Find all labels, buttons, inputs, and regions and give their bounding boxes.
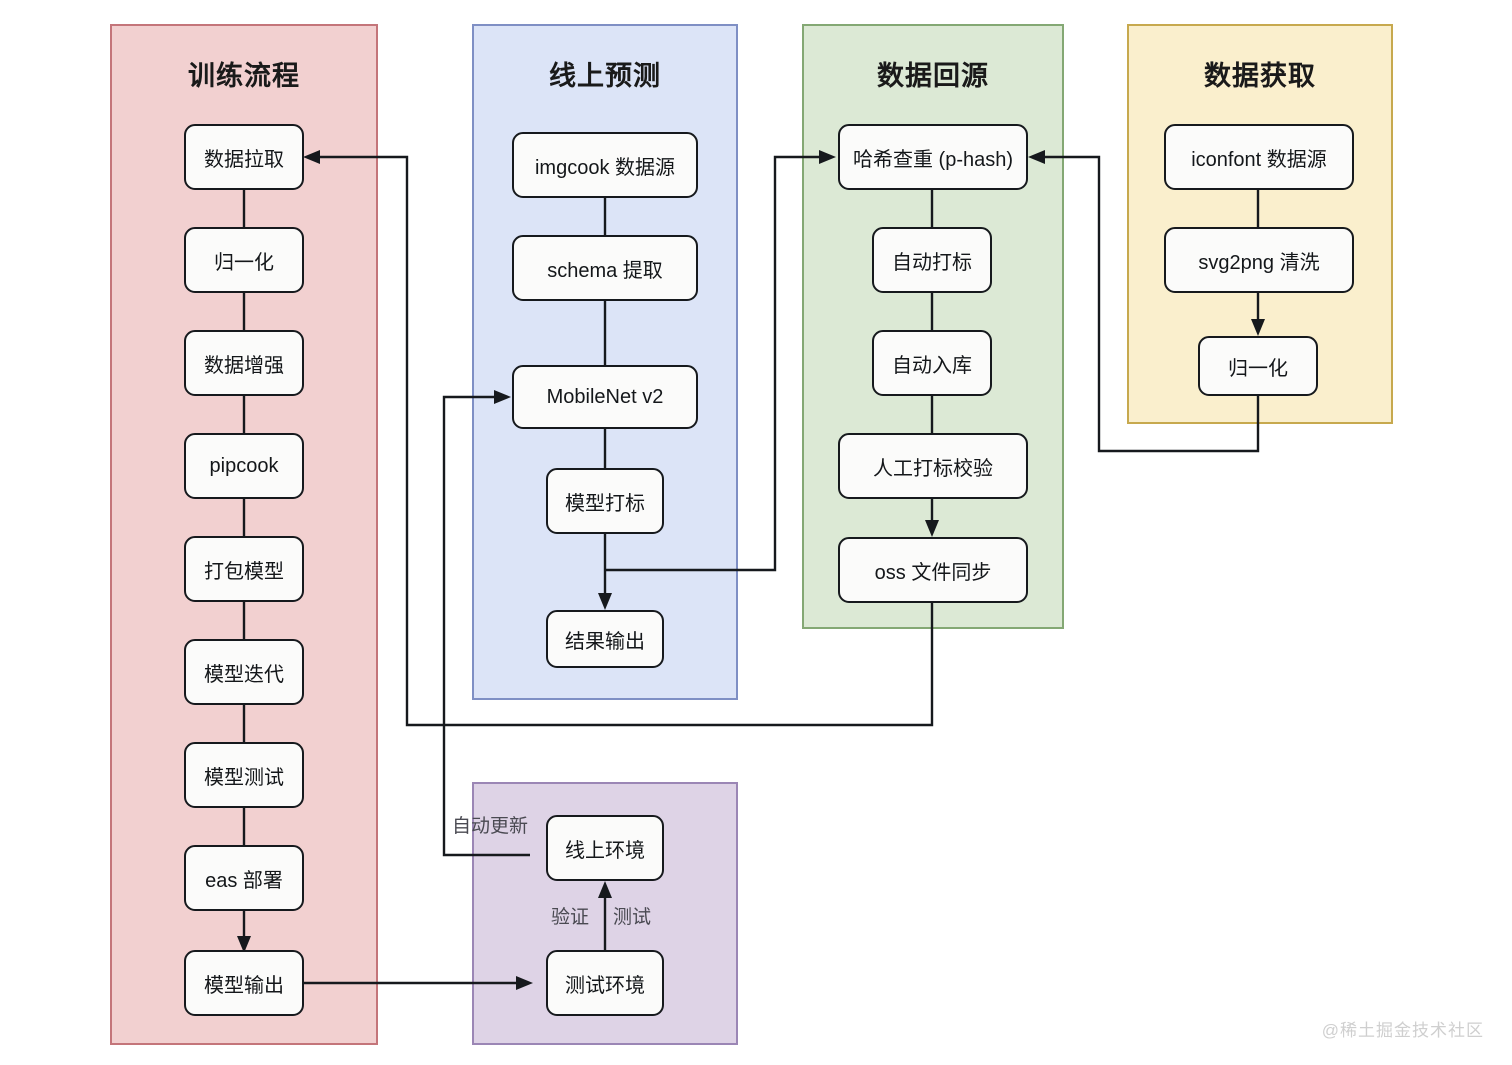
node-model-tagging[interactable]: 模型打标	[546, 468, 664, 534]
node-manual-tag-check[interactable]: 人工打标校验	[838, 433, 1028, 499]
group-title-training: 训练流程	[188, 61, 300, 91]
edge-label-auto-update: 自动更新	[452, 816, 529, 837]
node-data-pull[interactable]: 数据拉取	[184, 124, 304, 190]
group-title-data-acquisition: 数据获取	[1204, 61, 1316, 91]
group-title-data-backflow: 数据回源	[877, 61, 989, 91]
node-model-test[interactable]: 模型测试	[184, 742, 304, 808]
node-normalize-training[interactable]: 归一化	[184, 227, 304, 293]
node-pipcook[interactable]: pipcook	[184, 433, 304, 499]
node-iconfont-datasource[interactable]: iconfont 数据源	[1164, 124, 1354, 190]
node-oss-file-sync[interactable]: oss 文件同步	[838, 537, 1028, 603]
watermark: @稀土掘金技术社区	[1321, 1021, 1484, 1040]
node-mobilenet-v2[interactable]: MobileNet v2	[512, 365, 698, 429]
node-test-environment[interactable]: 测试环境	[546, 950, 664, 1016]
group-title-online-prediction: 线上预测	[549, 61, 661, 91]
node-model-output[interactable]: 模型输出	[184, 950, 304, 1016]
node-result-output[interactable]: 结果输出	[546, 610, 664, 668]
edge-label-test: 测试	[613, 907, 652, 928]
edge-label-verify: 验证	[551, 907, 590, 928]
node-imgcook-datasource[interactable]: imgcook 数据源	[512, 132, 698, 198]
node-data-augment[interactable]: 数据增强	[184, 330, 304, 396]
node-auto-store[interactable]: 自动入库	[872, 330, 992, 396]
node-normalize-acquisition[interactable]: 归一化	[1198, 336, 1318, 396]
node-auto-tagging[interactable]: 自动打标	[872, 227, 992, 293]
node-svg2png-clean[interactable]: svg2png 清洗	[1164, 227, 1354, 293]
node-hash-dedupe[interactable]: 哈希查重 (p-hash)	[838, 124, 1028, 190]
node-eas-deploy[interactable]: eas 部署	[184, 845, 304, 911]
node-online-environment[interactable]: 线上环境	[546, 815, 664, 881]
node-model-iterate[interactable]: 模型迭代	[184, 639, 304, 705]
node-pack-model[interactable]: 打包模型	[184, 536, 304, 602]
group-online-prediction	[472, 24, 738, 700]
node-schema-extract[interactable]: schema 提取	[512, 235, 698, 301]
